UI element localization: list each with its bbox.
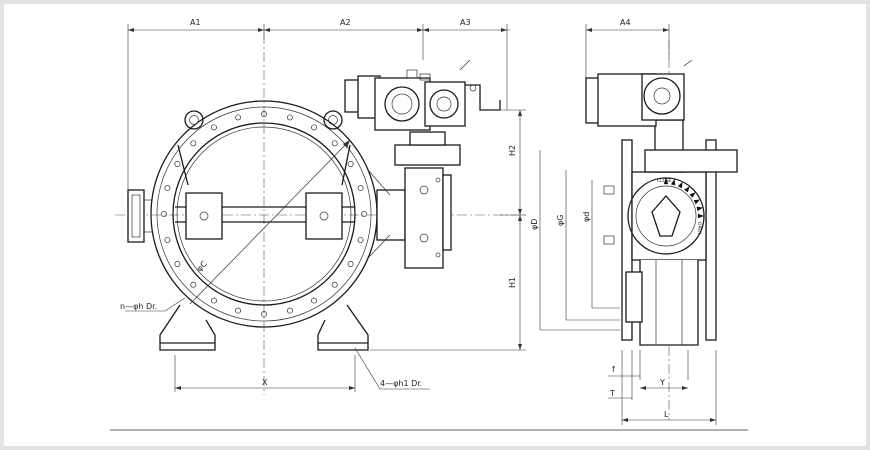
dim-H2: H2 (508, 145, 517, 156)
bolt-hole (164, 185, 171, 192)
bolt-hole (331, 281, 338, 288)
bolt-hole (331, 140, 338, 147)
bore-label: φC (195, 259, 209, 273)
dim-A3: A3 (460, 18, 471, 27)
dial-tick (689, 192, 696, 198)
bolt-hole (357, 236, 364, 243)
dial-close-label: CLOSE (657, 178, 672, 184)
bolt-hole (174, 161, 181, 167)
foot-hole-label: 4—φh1 Dr. (380, 379, 422, 388)
dim-A1: A1 (190, 18, 201, 27)
dim-T: T (609, 389, 615, 398)
dial-tick (697, 213, 704, 219)
dim-right-lines (370, 109, 526, 351)
dim-H1: H1 (508, 277, 517, 288)
dim-x-lines (174, 355, 356, 392)
front-view: A1 A2 A3 (115, 18, 526, 395)
bolt-hole (211, 297, 217, 304)
bolt-hole (161, 211, 167, 217)
dim-phiG: φG (556, 215, 565, 226)
side-view: A4 (530, 18, 738, 425)
dial-tick (670, 179, 676, 186)
bolt-hole (286, 307, 293, 314)
bolt-hole (261, 311, 267, 317)
dim-f: f (612, 365, 615, 374)
foot-hole-leader (354, 347, 430, 390)
dim-X: X (262, 378, 268, 387)
dim-A2: A2 (340, 18, 351, 27)
dim-Y: Y (659, 378, 665, 387)
bolt-hole (211, 124, 217, 131)
bolt-hole (361, 211, 367, 217)
bolt-hole (235, 307, 242, 314)
side-body (603, 119, 738, 346)
bolt-hole (357, 185, 364, 192)
bolt-hole (286, 114, 293, 121)
bolt-hole (347, 161, 354, 167)
bolt-hole (261, 111, 267, 117)
actuator-assembly (344, 59, 501, 269)
dial-tick (696, 206, 703, 212)
position-dial (663, 178, 704, 219)
dial-tick (684, 186, 690, 193)
bolt-hole (190, 281, 197, 288)
bolt-hole (311, 297, 317, 304)
valve-body (127, 100, 406, 351)
side-actuator (585, 59, 693, 127)
dial-tick (663, 178, 669, 185)
dim-phi-lines (539, 150, 620, 331)
bolt-hole (164, 236, 171, 243)
dim-A4: A4 (620, 18, 631, 27)
dial-open-label: OPEN (696, 222, 702, 234)
dim-bottom-lines (608, 350, 717, 425)
dim-top-lines (127, 24, 510, 200)
bolt-hole-leader (125, 297, 186, 312)
bolt-hole-label: n—φh Dr. (120, 302, 157, 311)
bolt-hole (347, 261, 354, 267)
bolt-hole (311, 124, 317, 131)
bolt-hole (190, 140, 197, 147)
dial-tick (693, 199, 701, 205)
valve-disc (175, 139, 355, 305)
dim-phid: φd (582, 212, 591, 222)
bolt-hole (235, 114, 242, 121)
dial-tick (677, 181, 683, 189)
dim-phiD: φD (530, 219, 539, 230)
bolt-hole (174, 261, 181, 267)
flange-bolt-holes (161, 111, 367, 317)
dim-L: L (664, 410, 669, 419)
